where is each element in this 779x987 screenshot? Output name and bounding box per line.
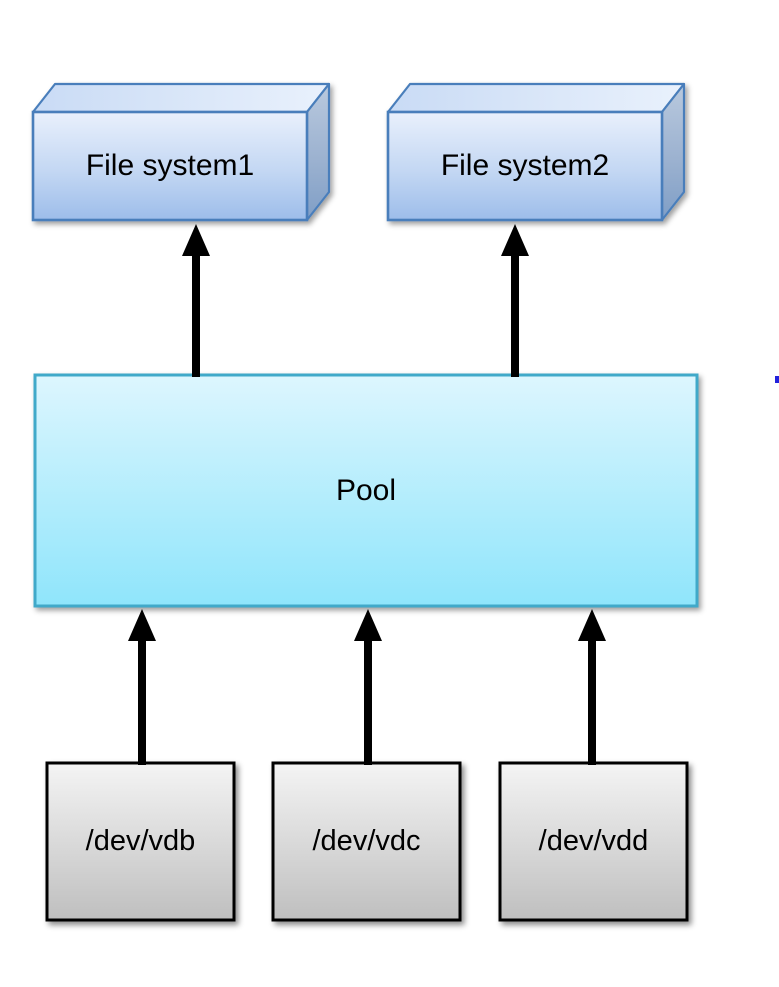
pool-rect[interactable]	[33, 373, 699, 608]
arrow-pool-to-file-system-1	[182, 224, 210, 377]
file-system-1-cube-top-face	[31, 82, 331, 114]
selection-handle-marker	[775, 376, 779, 383]
arrow-pool-to-file-system-2	[501, 224, 529, 377]
file-system-1-cube[interactable]	[31, 82, 331, 222]
file-system-1-cube-front-face	[31, 110, 309, 222]
file-system-2-cube-top-face	[386, 82, 686, 114]
arrow-dev-vdb-to-pool	[128, 609, 156, 765]
arrow-dev-vdc-to-pool	[354, 609, 382, 765]
dev-vdd-rect[interactable]	[498, 761, 689, 922]
arrow-dev-vdd-to-pool	[578, 609, 606, 765]
file-system-2-cube[interactable]	[386, 82, 686, 222]
dev-vdb-rect[interactable]	[45, 761, 236, 922]
file-system-2-cube-front-face	[386, 110, 664, 222]
dev-vdc-rect[interactable]	[271, 761, 462, 922]
